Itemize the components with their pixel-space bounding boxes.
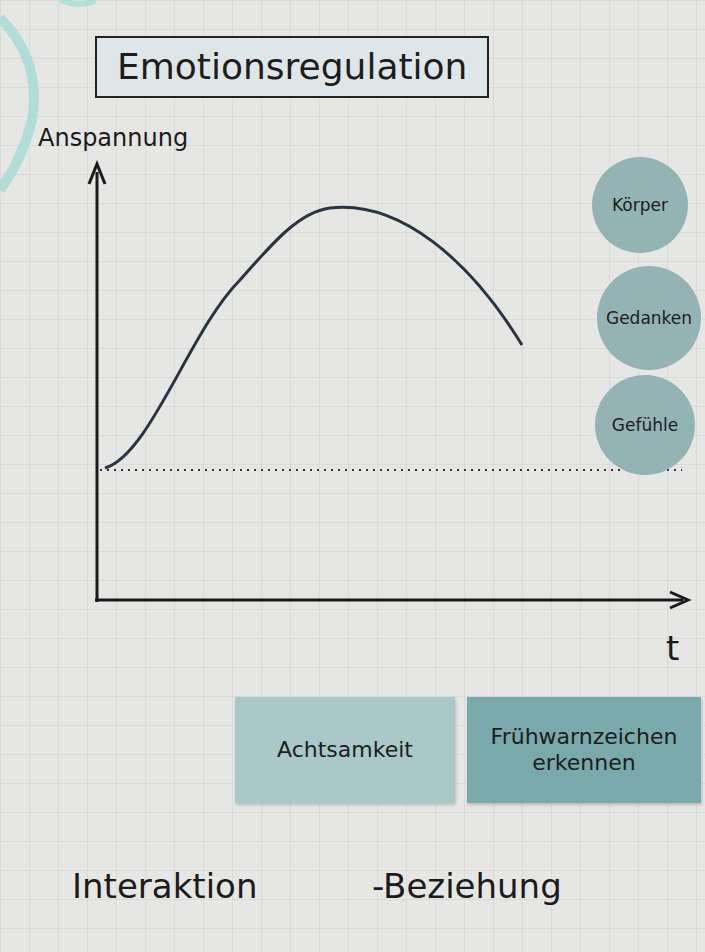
circle-label: Körper [612, 195, 668, 215]
axis-label: t [666, 628, 679, 669]
y-axis [96, 172, 99, 602]
axis-label: Anspannung [38, 124, 188, 153]
note-text: -Beziehung [372, 866, 562, 907]
sticky-note: Frühwarnzeichen erkennen [467, 697, 701, 803]
sticky-note: Achtsamkeit [235, 697, 455, 803]
baseline [100, 469, 682, 471]
topic-circle: Körper [592, 157, 688, 253]
title-text: Emotionsregulation [117, 46, 467, 88]
corner-decoration [60, 0, 95, 4]
x-axis-arrow [670, 592, 688, 608]
circle-label: Gedanken [606, 308, 692, 328]
x-axis [95, 599, 683, 602]
note-text: Interaktion [72, 866, 257, 907]
circle-label: Gefühle [612, 415, 678, 435]
y-axis-arrow [89, 164, 105, 184]
circle-fill [597, 266, 701, 370]
circle-fill [592, 157, 688, 253]
title-box: Emotionsregulation [95, 36, 489, 98]
circle-fill [595, 375, 695, 475]
note-text: Achtsamkeit [277, 737, 413, 763]
corner-decoration [0, 18, 34, 190]
tension-curve [105, 207, 522, 468]
note-text: Frühwarnzeichen erkennen [479, 724, 689, 777]
topic-circle: Gedanken [597, 266, 701, 370]
topic-circle: Gefühle [595, 375, 695, 475]
